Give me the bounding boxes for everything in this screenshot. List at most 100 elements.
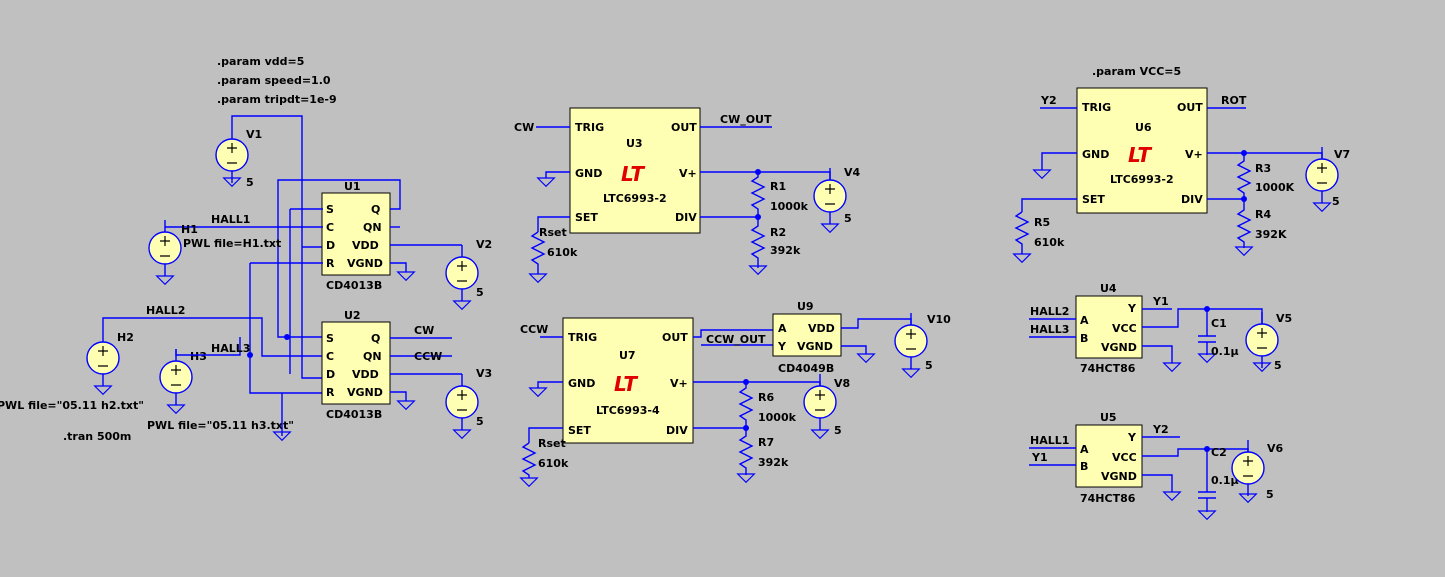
net-label-hall2[interactable]: HALL2	[146, 304, 185, 317]
ground-icon	[1198, 510, 1216, 520]
u5-pin-vcc: VCC	[1112, 451, 1137, 464]
v3-ref: V3	[476, 367, 492, 380]
net-label-hall3[interactable]: HALL3	[1030, 323, 1069, 336]
resistor-r6[interactable]: R6 1000k	[738, 382, 797, 428]
u9-model: CD4049B	[778, 362, 834, 375]
spice-directives[interactable]: .param vdd=5 .param speed=1.0 .param tri…	[63, 55, 1181, 443]
resistor-rset-u7[interactable]: Rset 610k	[520, 437, 569, 487]
tran-directive[interactable]: .tran 500m	[63, 430, 131, 443]
voltage-source-v6[interactable]: V6 5	[1231, 439, 1284, 503]
resistor-r7[interactable]: R7 392k	[737, 428, 789, 483]
resistor-r2[interactable]: R2 392k	[749, 217, 801, 275]
net-label-y1[interactable]: Y1	[1031, 451, 1048, 464]
junction-dot	[284, 334, 290, 340]
hall-source-h3[interactable]: H3 PWL file="05.11 h3.txt"	[147, 348, 294, 432]
net-label-hall2[interactable]: HALL2	[1030, 305, 1069, 318]
capacitor-c1[interactable]: C1 0.1µ	[1198, 309, 1239, 363]
resistor-r3[interactable]: R3 1000K	[1236, 153, 1295, 199]
net-label-cw[interactable]: CW	[514, 121, 534, 134]
u5-74hct86[interactable]: U5 A B Y VCC VGND 74HCT86	[1075, 411, 1143, 505]
ground-icon	[520, 477, 538, 487]
resistor-r5[interactable]: R5 610k	[1013, 211, 1065, 263]
voltage-source-v10[interactable]: V10 5	[894, 312, 951, 378]
v10-value: 5	[925, 359, 933, 372]
u7-pin-div: DIV	[666, 424, 688, 437]
ground-icon	[397, 400, 415, 410]
u2-pin-d: D	[326, 368, 335, 381]
r1-ref: R1	[770, 180, 786, 193]
net-label-y1[interactable]: Y1	[1152, 295, 1169, 308]
c2-ref: C2	[1211, 446, 1227, 459]
ground-icon	[156, 275, 174, 285]
param-vcc[interactable]: .param VCC=5	[1092, 65, 1181, 78]
u1-cd4013b[interactable]: U1 S C D R Q QN VDD VGND CD4013B	[321, 180, 391, 292]
net-label-ccw-u2[interactable]: CCW	[414, 350, 442, 363]
r7-value: 392k	[758, 456, 789, 469]
v7-ref: V7	[1334, 148, 1350, 161]
hall-source-h2[interactable]: H2 PWL file="05.11 h2.txt"	[0, 329, 144, 412]
ground-icon	[737, 473, 755, 483]
u5-ref: U5	[1100, 411, 1117, 424]
voltage-source-v3[interactable]: V3 5	[445, 367, 492, 439]
c1-ref: C1	[1211, 317, 1227, 330]
voltage-source-v2[interactable]: V2 5	[445, 238, 492, 310]
r6-ref: R6	[758, 391, 774, 404]
net-label-y2[interactable]: Y2	[1152, 423, 1169, 436]
net-label-cw-u2[interactable]: CW	[414, 324, 434, 337]
net-label-y2[interactable]: Y2	[1040, 94, 1057, 107]
u4-section: U4 A B Y VCC VGND 74HCT86 HALL2 HALL3 Y1…	[1029, 282, 1292, 375]
v10-ref: V10	[927, 313, 951, 326]
u6-ltc6993-2[interactable]: TRIG GND SET OUT V+ DIV U6 LT LTC6993-2	[1076, 87, 1208, 214]
u9-cd4049b[interactable]: U9 A Y VDD VGND CD4049B	[772, 300, 842, 375]
u2-pin-c: C	[326, 350, 334, 363]
u4-model: 74HCT86	[1080, 362, 1136, 375]
ground-icon	[1163, 362, 1181, 372]
capacitor-c2[interactable]: C2 0.1µ	[1198, 446, 1239, 520]
u3-ltc6993-2[interactable]: TRIG GND SET OUT V+ DIV U3 LT LTC6993-2	[569, 107, 701, 234]
r5-ref: R5	[1034, 216, 1050, 229]
u7-ltc6993-4[interactable]: TRIG GND SET OUT V+ DIV U7 LT LTC6993-4	[562, 317, 694, 444]
net-label-ccw[interactable]: CCW	[520, 323, 548, 336]
u7-pin-trig: TRIG	[568, 331, 597, 344]
net-label-rot[interactable]: ROT	[1221, 94, 1247, 107]
u6-ref: U6	[1135, 121, 1152, 134]
voltage-source-v4[interactable]: V4 5	[813, 166, 861, 233]
v1-value: 5	[246, 176, 254, 189]
u7-pin-gnd: GND	[568, 377, 595, 390]
u4-pin-vcc: VCC	[1112, 322, 1137, 335]
voltage-source-v5[interactable]: V5 5	[1245, 311, 1292, 372]
v6-ref: V6	[1267, 442, 1284, 455]
u2-ref: U2	[344, 309, 361, 322]
hall-source-h1[interactable]: H1 PWL file=H1.txt	[148, 219, 281, 285]
u1-pin-r: R	[326, 257, 335, 270]
param-speed[interactable]: .param speed=1.0	[217, 74, 331, 87]
param-vdd[interactable]: .param vdd=5	[217, 55, 304, 68]
net-label-ccw-out[interactable]: CCW_OUT	[706, 333, 766, 346]
net-label-cw-out[interactable]: CW_OUT	[720, 113, 772, 126]
voltage-source-v8[interactable]: V8 5	[803, 373, 850, 439]
u2-cd4013b[interactable]: U2 S C D R Q QN VDD VGND CD4013B	[321, 309, 391, 421]
u3-pin-div: DIV	[675, 211, 697, 224]
rset-value: 610k	[538, 457, 569, 470]
net-label-hall1[interactable]: HALL1	[1030, 434, 1069, 447]
v8-ref: V8	[834, 377, 850, 390]
voltage-source-v1[interactable]: V1 5	[215, 126, 262, 189]
resistor-r1[interactable]: R1 1000k	[750, 172, 809, 217]
u4-pin-vgnd: VGND	[1101, 341, 1137, 354]
r5-value: 610k	[1034, 236, 1065, 249]
net-label-hall1[interactable]: HALL1	[211, 213, 250, 226]
param-tripdt[interactable]: .param tripdt=1e-9	[217, 93, 337, 106]
ground-icon	[453, 429, 471, 439]
net-label-hall3[interactable]: HALL3	[211, 342, 250, 355]
u4-74hct86[interactable]: U4 A B Y VCC VGND 74HCT86	[1075, 282, 1143, 375]
resistor-r4[interactable]: R4 392K	[1235, 199, 1287, 256]
v3-value: 5	[476, 415, 484, 428]
u3-pin-gnd: GND	[575, 167, 602, 180]
u2-pin-q: Q	[371, 332, 380, 345]
v8-value: 5	[834, 424, 842, 437]
resistor-rset-u3[interactable]: Rset 610k	[529, 226, 578, 283]
voltage-source-v7[interactable]: V7 5	[1305, 146, 1350, 212]
u2-pin-s: S	[326, 332, 334, 345]
u4-ref: U4	[1100, 282, 1117, 295]
